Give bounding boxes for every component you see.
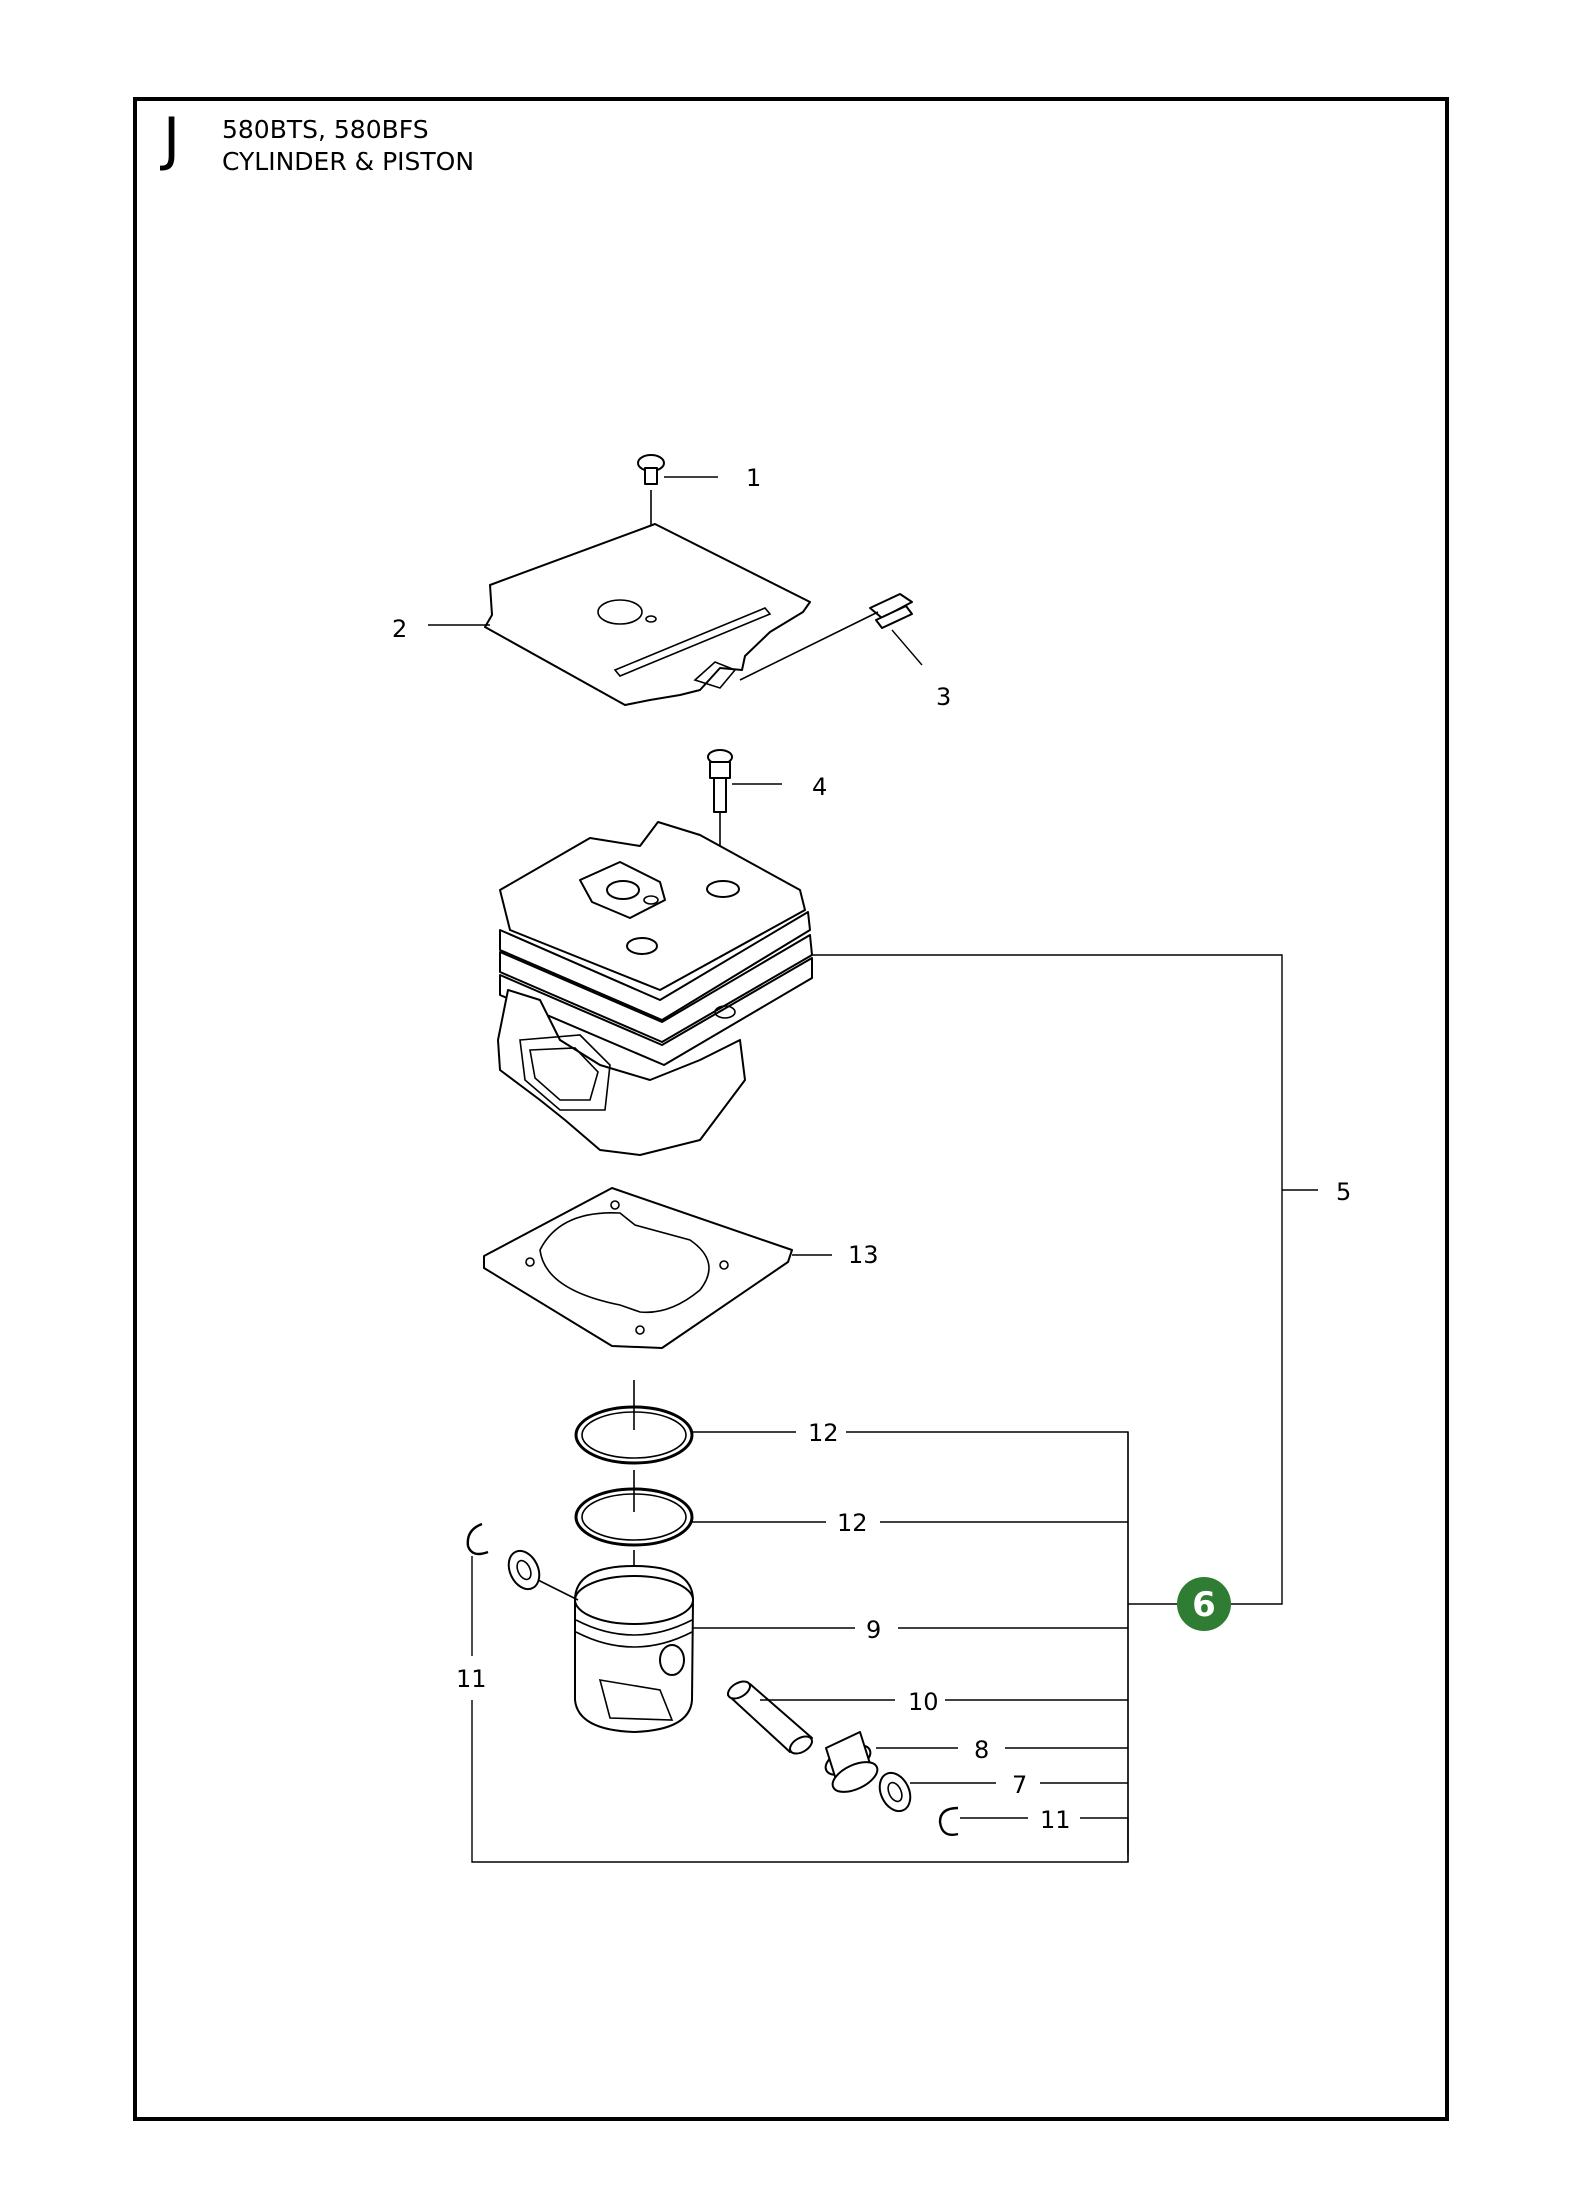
kit-badge-6[interactable]: 6 [1177,1577,1231,1631]
part-2-shield-plate[interactable] [428,523,811,706]
section-letter: J [163,105,181,173]
part-12-piston-ring-bottom[interactable] [574,1470,1128,1580]
part-5-cylinder[interactable] [497,821,1318,1605]
callout-8: 8 [974,1736,989,1764]
callout-3: 3 [936,683,951,711]
callout-12-top: 12 [808,1419,839,1447]
callout-9: 9 [866,1616,881,1644]
page-title: CYLINDER & PISTON [222,147,475,176]
part-11-circlip-left[interactable] [466,1522,1129,1863]
page-frame [133,97,1449,2121]
part-8-needle-bearing[interactable] [821,1731,1128,1798]
callout-4: 4 [812,773,827,801]
callout-11-left: 11 [456,1665,487,1693]
callout-7: 7 [1012,1771,1027,1799]
kit-badge-circle [1177,1577,1231,1631]
callout-10: 10 [908,1688,939,1716]
title-block: 580BTS, 580BFS CYLINDER & PISTON [222,114,474,178]
callout-13: 13 [848,1241,879,1269]
part-3-bushing[interactable] [739,593,923,681]
callout-2: 2 [392,615,407,643]
callout-1: 1 [746,464,761,492]
model-names: 580BTS, 580BFS [222,115,429,144]
callout-11-right: 11 [1040,1806,1071,1834]
part-7-washer[interactable] [874,1768,1128,1816]
part-10-piston-pin[interactable] [725,1678,1128,1757]
part-13-gasket[interactable] [483,1187,832,1349]
callout-12-bottom: 12 [837,1509,868,1537]
part-11-circlip-right[interactable] [938,1806,1128,1836]
callout-6: 6 [1192,1585,1216,1625]
callout-5: 5 [1336,1178,1351,1206]
part-9-piston[interactable] [574,1565,1128,1733]
part-washer-left[interactable] [503,1546,579,1601]
